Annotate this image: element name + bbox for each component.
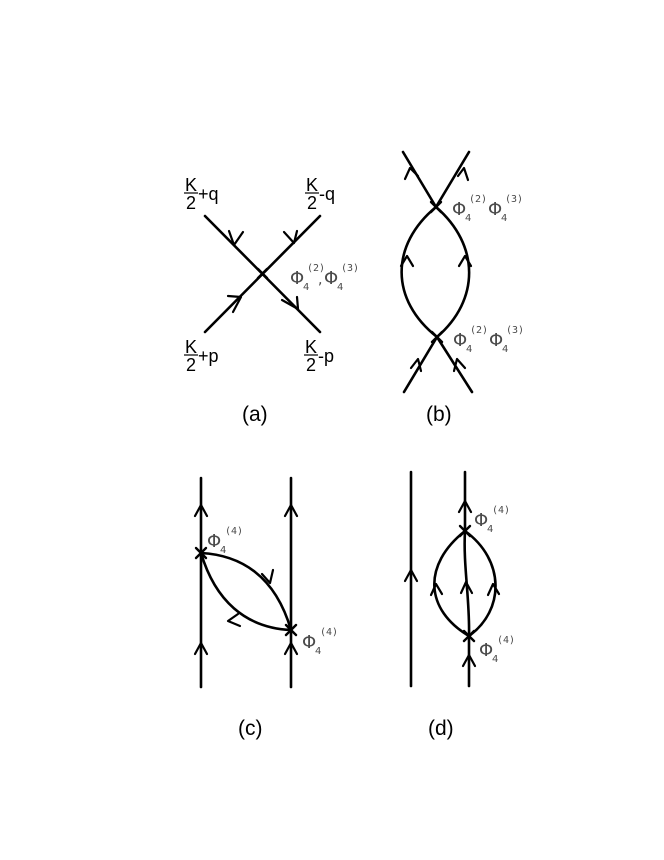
b-vertex-top-label: Φ 4 (2) Φ 4 (3) (452, 194, 523, 224)
b-arrow-bottom-left-icon (409, 357, 423, 373)
svg-text:K: K (185, 175, 197, 195)
caption-a: (a) (242, 403, 268, 426)
svg-text:4: 4 (315, 646, 321, 657)
svg-text:2: 2 (186, 193, 196, 213)
svg-text:K: K (305, 337, 317, 357)
c-arrow-left-top-icon (193, 503, 209, 518)
b-vertex-bottom-cross-icon (430, 330, 444, 344)
a-arrow-bottom-right-icon (280, 295, 300, 311)
diagram-b: Φ 4 (2) Φ 4 (3) Φ 4 (2) Φ 4 (3) (b) (399, 150, 524, 426)
b-vertex-bottom-label: Φ 4 (2) Φ 4 (3) (453, 325, 524, 355)
svg-text:-p: -p (318, 346, 334, 366)
c-loop-lower (199, 551, 293, 632)
svg-text:(2): (2) (469, 194, 487, 205)
c-arrow-right-bottom-icon (283, 641, 299, 656)
svg-text:(3): (3) (341, 263, 359, 274)
svg-text:(4): (4) (492, 505, 510, 516)
svg-text:Φ: Φ (452, 199, 466, 220)
diagram-d: Φ 4 (4) Φ 4 (4) (d) (403, 470, 515, 740)
b-leg-top-left (401, 150, 438, 209)
b-leg-top-right (434, 150, 471, 209)
svg-text:Φ: Φ (453, 330, 467, 351)
svg-text:Φ: Φ (488, 199, 502, 220)
svg-text:4: 4 (465, 213, 471, 224)
svg-text:4: 4 (501, 213, 507, 224)
caption-b: (b) (426, 403, 452, 426)
d-arrow-loop-middle-icon (459, 580, 474, 595)
svg-text:+p: +p (198, 346, 219, 366)
b-arrow-top-left-icon (403, 166, 420, 181)
d-arrow-top-icon (457, 499, 473, 514)
d-arrow-loop-left-icon (429, 582, 444, 597)
a-arrow-bottom-left-icon (226, 294, 243, 314)
c-vertex-upper-cross-icon (194, 546, 208, 560)
svg-text:4: 4 (337, 282, 343, 293)
c-arrow-right-top-icon (283, 503, 299, 518)
b-arrow-top-right-icon (456, 166, 470, 182)
svg-text:Φ: Φ (479, 640, 493, 661)
svg-text:2: 2 (186, 355, 196, 375)
c-arrow-loop-lower-icon (226, 612, 242, 628)
svg-text:4: 4 (487, 524, 493, 535)
a-momentum-top-left: K 2 +q (184, 175, 219, 213)
svg-text:-q: -q (319, 184, 335, 204)
svg-text:2: 2 (307, 193, 317, 213)
svg-text:(4): (4) (320, 627, 338, 638)
svg-text:2: 2 (306, 355, 316, 375)
b-arrow-bottom-right-icon (452, 357, 467, 373)
b-loop-right (434, 205, 471, 339)
svg-text:4: 4 (492, 654, 498, 665)
svg-text:(4): (4) (497, 635, 515, 646)
c-loop-upper (199, 551, 293, 632)
svg-text:4: 4 (220, 545, 226, 556)
a-momentum-bottom-left: K 2 +p (184, 337, 219, 375)
b-arrow-loop-left-icon (399, 254, 415, 268)
diagram-a: K 2 +q K 2 -q K 2 +p K 2 -p Φ 4 (2) , (184, 175, 359, 426)
svg-text:K: K (306, 175, 318, 195)
svg-text:(3): (3) (506, 325, 524, 336)
a-vertex-label: Φ 4 (2) , Φ 4 (3) (290, 263, 359, 293)
svg-text:(4): (4) (225, 526, 243, 537)
c-arrow-loop-upper-icon (260, 568, 275, 585)
svg-text:Φ: Φ (324, 268, 338, 289)
svg-text:(2): (2) (470, 325, 488, 336)
svg-text:4: 4 (303, 282, 309, 293)
b-vertex-top-cross-icon (429, 200, 443, 214)
d-vertex-upper-label: Φ 4 (4) (474, 505, 510, 535)
d-vertex-upper-cross-icon (458, 524, 472, 538)
d-loop-right (463, 529, 497, 638)
caption-c: (c) (238, 717, 263, 740)
a-vertex-cross-icon (256, 267, 269, 280)
d-vertex-lower-label: Φ 4 (4) (479, 635, 515, 665)
svg-text:,: , (318, 272, 322, 288)
c-vertex-lower-label: Φ 4 (4) (302, 627, 338, 657)
svg-text:Φ: Φ (290, 268, 304, 289)
a-momentum-bottom-right: K 2 -p (304, 337, 334, 375)
svg-text:Φ: Φ (207, 531, 221, 552)
svg-text:4: 4 (466, 344, 472, 355)
a-arrow-top-left-icon (227, 229, 245, 247)
a-arrow-top-right-icon (282, 229, 299, 245)
caption-d: (d) (428, 717, 454, 740)
c-vertex-lower-cross-icon (284, 623, 298, 637)
svg-text:K: K (185, 337, 197, 357)
d-arrow-bottom-icon (461, 653, 477, 668)
svg-text:(2): (2) (307, 263, 325, 274)
d-arrow-left-icon (403, 568, 419, 583)
svg-text:Φ: Φ (302, 632, 316, 653)
d-vertex-lower-cross-icon (462, 629, 476, 643)
b-loop-left (400, 205, 439, 339)
svg-text:+q: +q (198, 184, 219, 204)
a-momentum-top-right: K 2 -q (305, 175, 335, 213)
svg-text:Φ: Φ (474, 510, 488, 531)
c-arrow-left-bottom-icon (193, 641, 209, 656)
b-arrow-loop-right-icon (457, 254, 473, 268)
svg-text:(3): (3) (505, 194, 523, 205)
svg-text:4: 4 (502, 344, 508, 355)
svg-text:Φ: Φ (489, 330, 503, 351)
c-vertex-upper-label: Φ 4 (4) (207, 526, 243, 556)
diagram-c: Φ 4 (4) Φ 4 (4) (c) (193, 476, 338, 740)
d-arrow-loop-right-icon (486, 582, 501, 597)
